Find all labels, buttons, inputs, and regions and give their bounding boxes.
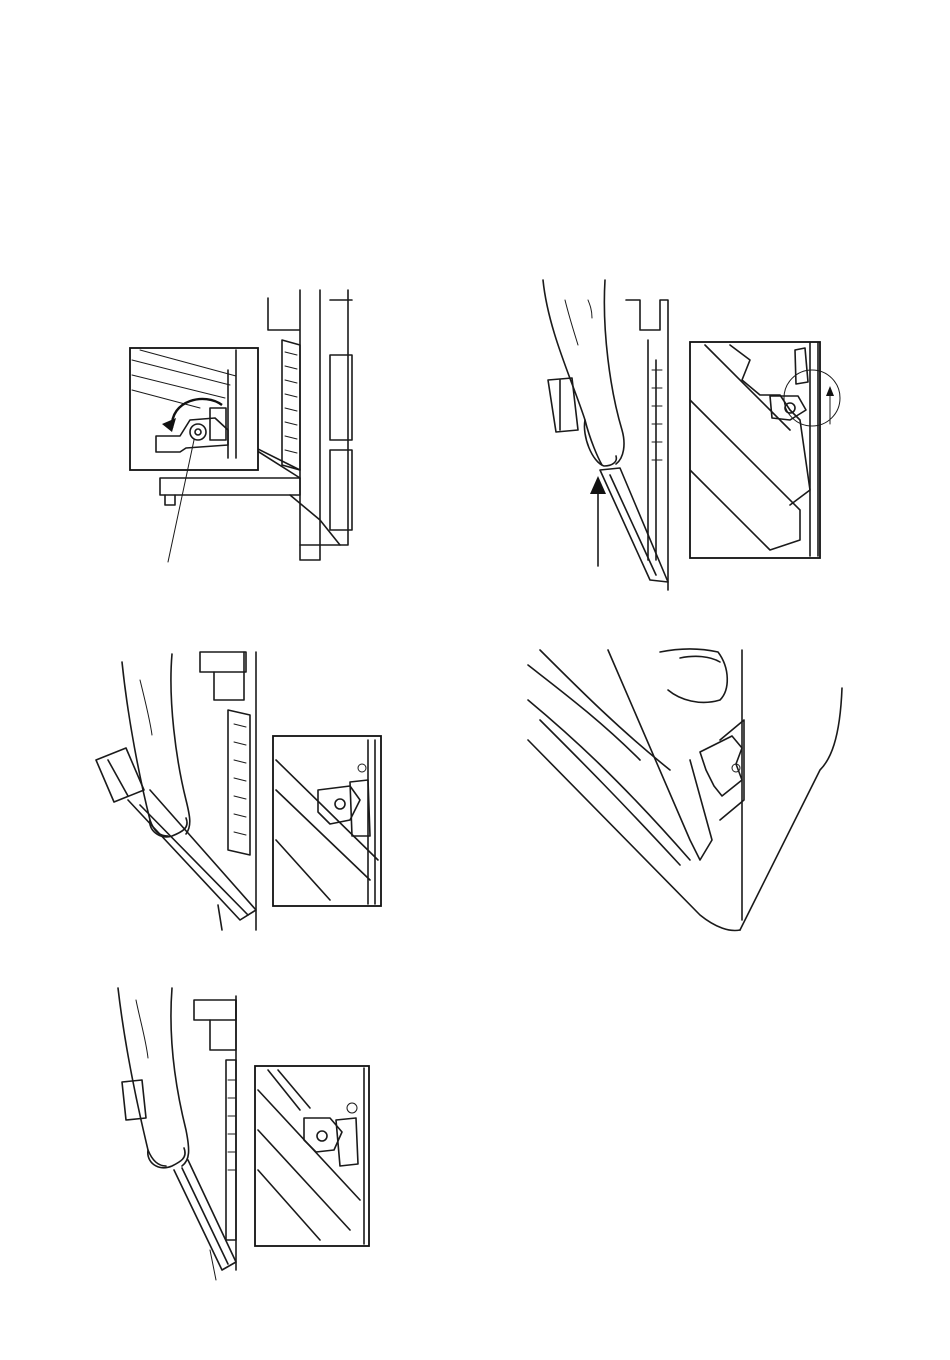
figure-5-door-closing [118,988,369,1280]
small-arrow-up-icon [826,386,834,396]
figure-4-hinge-closeup [528,649,842,930]
inset-hinge-closing [255,1066,369,1246]
figure-3-door-angle [96,652,381,930]
figure-1-hinge-lever [130,290,352,562]
figure-2-lift-door [543,280,840,590]
inset-hinge-zoom [130,348,258,470]
oven-rack-rails [282,340,300,470]
